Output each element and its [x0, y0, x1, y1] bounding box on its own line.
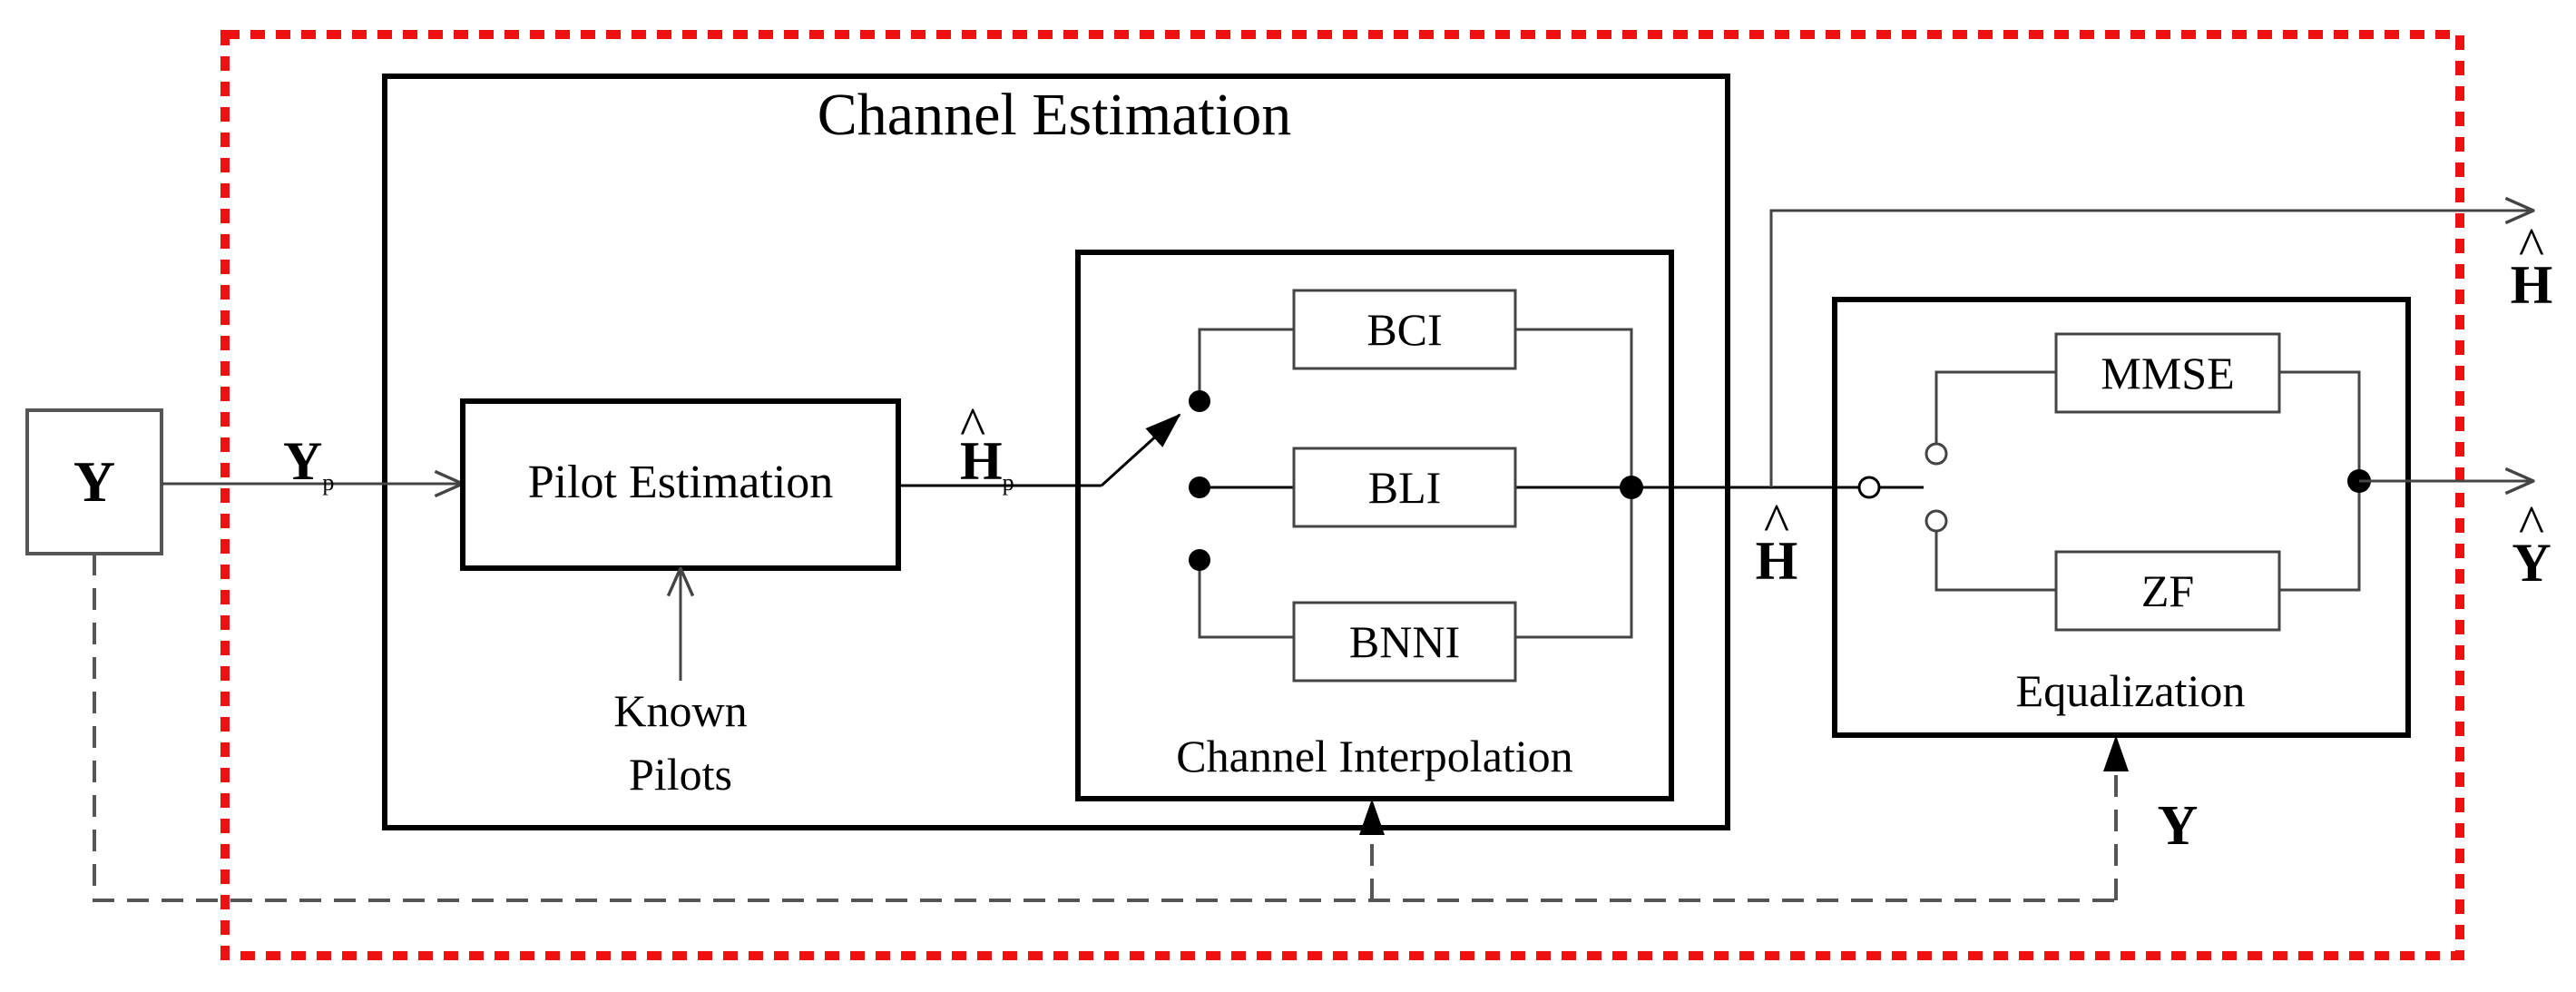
mmse-wire-right	[2279, 370, 2361, 481]
bci-wire-right	[1515, 328, 1633, 487]
eq-switch-input	[1857, 476, 1881, 499]
bnni-wire-right	[1515, 487, 1633, 639]
zf-box	[2054, 550, 2281, 632]
bli-label: BLI	[1368, 462, 1442, 513]
bli-box	[1292, 447, 1517, 528]
zf-wire-right	[2279, 481, 2361, 592]
eq-contact-mmse	[1925, 442, 1948, 466]
hp-subscript: p	[1003, 469, 1014, 496]
yp-base: Y	[283, 431, 322, 491]
hp-base: H	[960, 431, 1003, 491]
channel-interpolation-title: Channel Interpolation	[1176, 731, 1572, 781]
y-feedback-dashed	[93, 554, 2116, 902]
equalization-title: Equalization	[2016, 665, 2246, 716]
zf-wire-left	[1934, 531, 2056, 592]
known-pilots-line2: Pilots	[629, 749, 732, 800]
bnni-wire-left	[1198, 560, 1294, 639]
h-label: H	[1756, 531, 1798, 591]
input-y-label: Y	[73, 449, 115, 514]
equalizer-y-label: Y	[2158, 795, 2199, 857]
y-output-label: Y	[2512, 533, 2551, 593]
h-output-label: H	[2511, 255, 2553, 315]
mmse-label: MMSE	[2101, 348, 2234, 398]
pilot-estimation-label: Pilot Estimation	[528, 457, 834, 508]
receiver-boundary	[220, 30, 2464, 960]
switch-contact-bli	[1189, 476, 1210, 498]
h-output-hat: ^	[2519, 217, 2544, 277]
bci-label: BCI	[1366, 304, 1442, 355]
mmse-box	[2054, 332, 2281, 414]
bci-wire-left	[1198, 328, 1294, 401]
known-pilots-line1: Known	[613, 685, 747, 736]
channel-estimation-title: Channel Estimation	[818, 82, 1291, 148]
eq-contact-zf	[1925, 509, 1948, 533]
switch-lever	[1100, 413, 1181, 487]
hp-hat: ^	[960, 397, 985, 457]
hp-label: Hp	[960, 431, 1014, 496]
switch-contact-bnni	[1189, 549, 1210, 571]
channel-estimation-block	[382, 74, 1730, 830]
switch-contact-bci	[1189, 390, 1210, 412]
bci-box	[1292, 289, 1517, 370]
bnni-label: BNNI	[1349, 616, 1460, 667]
yp-subscript: p	[322, 469, 334, 496]
bnni-box	[1292, 601, 1517, 683]
yp-label: Yp	[283, 431, 334, 496]
y-output-hat: ^	[2519, 495, 2544, 555]
zf-label: ZF	[2141, 565, 2194, 616]
h-hat: ^	[1764, 493, 1789, 553]
mmse-wire-left	[1934, 370, 2056, 444]
h-output-branch	[1769, 211, 2533, 487]
